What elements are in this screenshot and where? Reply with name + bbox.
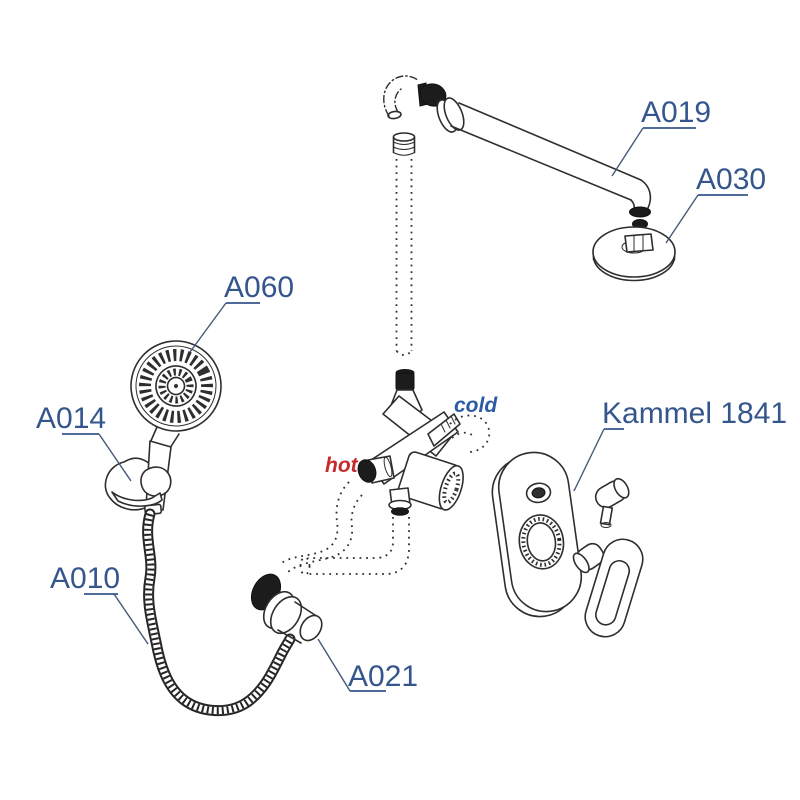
label-hot: hot <box>325 454 359 477</box>
label-a019: A019 <box>641 96 711 129</box>
label-a021: A021 <box>348 660 418 693</box>
labels: A019 A030 A060 A014 A010 A021 Kammel 184… <box>36 96 787 693</box>
leader-a021 <box>317 638 351 692</box>
trim-plate <box>491 451 583 618</box>
shower-holder-front <box>111 466 172 507</box>
diverter-knob <box>594 477 630 528</box>
leader-kammel <box>573 428 605 492</box>
leader-a010 <box>113 593 149 645</box>
leader-a019 <box>611 127 644 177</box>
label-a014: A014 <box>36 402 106 435</box>
shower-arm <box>436 97 652 211</box>
label-a030: A030 <box>696 163 766 196</box>
hot-supply-pipe <box>279 481 363 573</box>
hand-shower <box>130 340 222 449</box>
wall-outlet-elbow <box>250 573 323 644</box>
mixer-valve-body <box>357 369 464 516</box>
lever-handle <box>572 538 644 638</box>
label-a010: A010 <box>50 562 120 595</box>
shower-hose <box>142 508 296 717</box>
leader-a060 <box>189 302 227 353</box>
label-cold: cold <box>454 394 498 417</box>
riser-pipe <box>392 132 416 356</box>
outlet-pipe <box>299 517 410 576</box>
label-kammel-1841: Kammel 1841 <box>602 397 787 430</box>
cold-supply-pipe <box>449 414 491 453</box>
leader-a014 <box>98 433 132 482</box>
rain-shower-head <box>592 206 676 282</box>
leader-a030 <box>665 194 699 244</box>
label-a060: A060 <box>224 271 294 304</box>
